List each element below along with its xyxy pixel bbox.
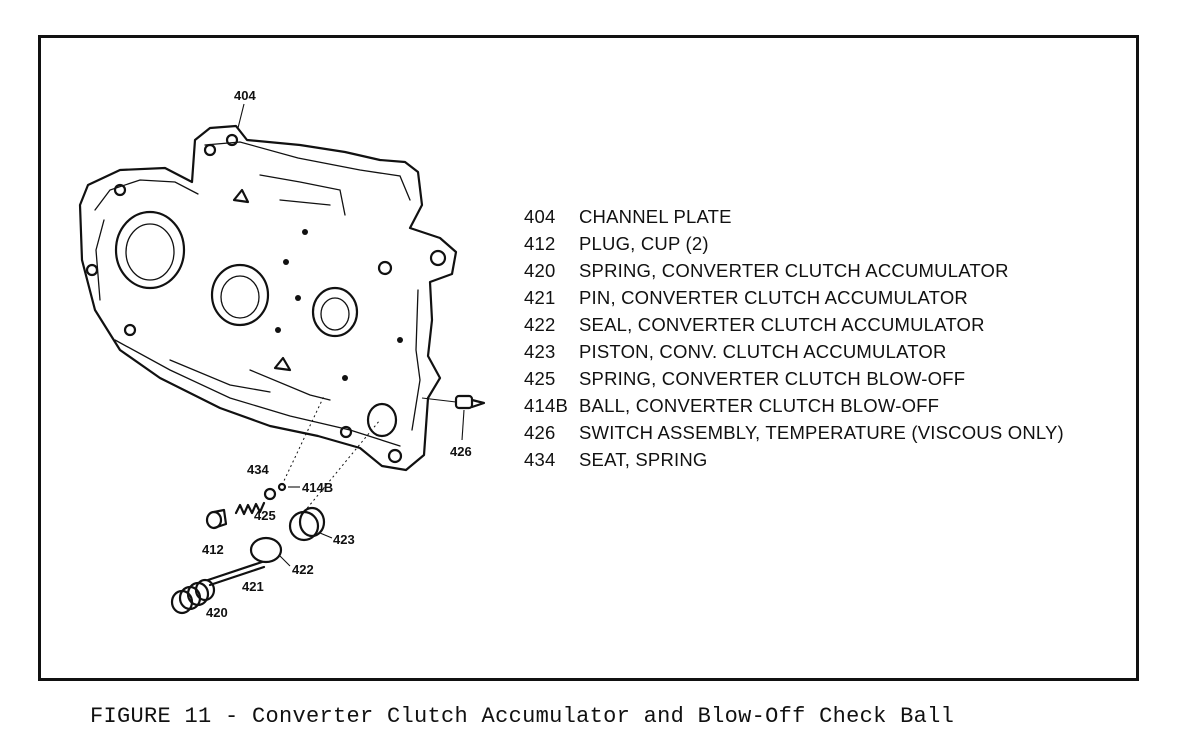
legend-item: 421 PIN, CONVERTER CLUTCH ACCUMULATOR — [524, 284, 1064, 311]
legend-part-number: 423 — [524, 341, 556, 362]
legend-part-number: 434 — [524, 449, 556, 470]
legend-item: 426 SWITCH ASSEMBLY, TEMPERATURE (VISCOUS… — [524, 419, 1064, 446]
callout-422: 422 — [292, 562, 314, 577]
legend-part-number: 422 — [524, 314, 556, 335]
callout-426: 426 — [450, 444, 472, 459]
callout-412: 412 — [202, 542, 224, 557]
accumulator-pin — [206, 560, 266, 587]
blow-off-spring — [234, 501, 266, 516]
legend-part-description: CHANNEL PLATE — [579, 206, 732, 227]
accumulator-spring — [170, 578, 216, 615]
legend-item: 434 SEAT, SPRING — [524, 446, 1064, 473]
legend-item: 423 PISTON, CONV. CLUTCH ACCUMULATOR — [524, 338, 1064, 365]
legend-part-description: SEAT, SPRING — [579, 449, 708, 470]
leader-426 — [421, 397, 457, 403]
legend-item: 404 CHANNEL PLATE — [524, 203, 1064, 230]
legend-part-description: SWITCH ASSEMBLY, TEMPERATURE (VISCOUS ON… — [579, 422, 1064, 443]
legend-item: 412 PLUG, CUP (2) — [524, 230, 1064, 257]
callout-404: 404 — [234, 88, 256, 103]
figure-frame — [38, 35, 1139, 681]
figure-caption: FIGURE 11 - Converter Clutch Accumulator… — [90, 704, 955, 729]
legend-part-number: 414B — [524, 395, 569, 416]
accumulator-seal — [249, 536, 283, 564]
callout-434: 434 — [247, 462, 269, 477]
legend-part-number: 425 — [524, 368, 556, 389]
legend-part-number: 404 — [524, 206, 556, 227]
leader-404 — [237, 103, 245, 129]
legend-item: 422 SEAL, CONVERTER CLUTCH ACCUMULATOR — [524, 311, 1064, 338]
callout-425: 425 — [254, 508, 276, 523]
callout-420: 420 — [206, 605, 228, 620]
legend-part-description: PLUG, CUP (2) — [579, 233, 709, 254]
legend-part-number: 426 — [524, 422, 556, 443]
callout-423: 423 — [333, 532, 355, 547]
legend-part-description: SPRING, CONVERTER CLUTCH ACCUMULATOR — [579, 260, 1009, 281]
cup-plug — [205, 508, 228, 530]
check-ball — [277, 482, 287, 492]
legend-part-number: 412 — [524, 233, 556, 254]
legend-part-number: 420 — [524, 260, 556, 281]
leader-dash-ball — [281, 395, 325, 486]
legend-part-description: SEAL, CONVERTER CLUTCH ACCUMULATOR — [579, 314, 985, 335]
legend-item: 425 SPRING, CONVERTER CLUTCH BLOW-OFF — [524, 365, 1064, 392]
spring-seat — [263, 487, 277, 501]
temperature-switch — [454, 394, 486, 441]
legend-part-description: PIN, CONVERTER CLUTCH ACCUMULATOR — [579, 287, 968, 308]
legend-part-description: PISTON, CONV. CLUTCH ACCUMULATOR — [579, 341, 947, 362]
callout-421: 421 — [242, 579, 264, 594]
legend-part-number: 421 — [524, 287, 556, 308]
legend-item: 414B BALL, CONVERTER CLUTCH BLOW-OFF — [524, 392, 1064, 419]
accumulator-piston — [288, 506, 333, 542]
callout-414b: 414B — [302, 480, 333, 495]
legend-part-description: BALL, CONVERTER CLUTCH BLOW-OFF — [579, 395, 940, 416]
legend-part-description: SPRING, CONVERTER CLUTCH BLOW-OFF — [579, 368, 966, 389]
channel-plate — [78, 124, 458, 472]
legend-item: 420 SPRING, CONVERTER CLUTCH ACCUMULATOR — [524, 257, 1064, 284]
